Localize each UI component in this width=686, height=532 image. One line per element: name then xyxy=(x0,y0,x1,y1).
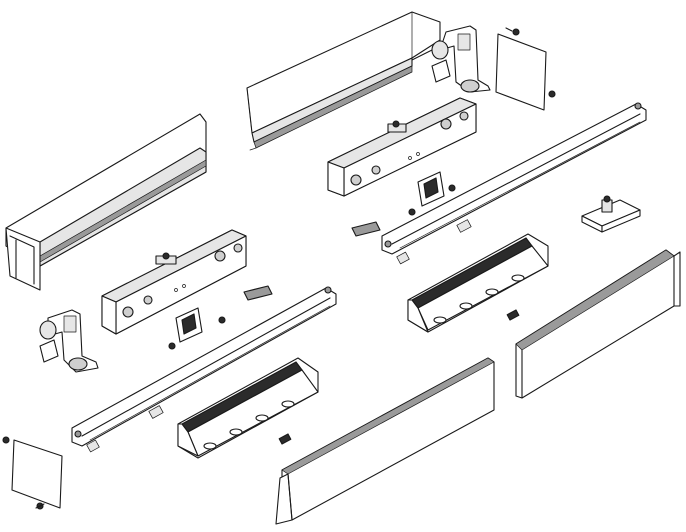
carriage-right xyxy=(327,97,477,197)
top-track-right xyxy=(246,11,441,151)
bottom-profile-left xyxy=(275,357,495,525)
floor-guide xyxy=(581,195,641,233)
end-cap-right xyxy=(431,25,491,93)
brush-holder-right xyxy=(407,233,549,333)
top-track-left xyxy=(5,113,207,291)
clip-left xyxy=(168,307,226,350)
carriage-left xyxy=(101,229,247,335)
damper-rod-left xyxy=(71,286,337,453)
bottom-profile-right xyxy=(515,249,681,399)
end-plate-left xyxy=(2,436,63,510)
end-plate-right xyxy=(495,27,556,111)
end-cap-left xyxy=(39,309,99,373)
clip-right xyxy=(408,171,456,216)
spacer-right xyxy=(351,221,381,237)
brush-holder-left xyxy=(177,357,319,459)
damper-rod-right xyxy=(381,102,647,265)
spacer-left xyxy=(243,285,273,301)
